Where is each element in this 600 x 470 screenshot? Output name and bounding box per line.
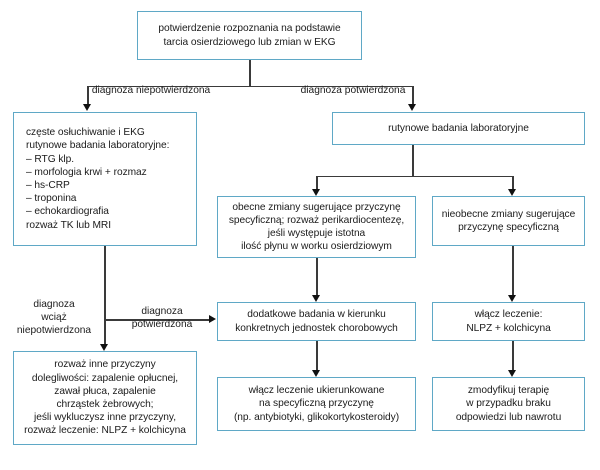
node-additional-tests-text: dodatkowe badania w kierunku konkretnych… — [235, 309, 398, 334]
arrow-to-left-workup — [83, 104, 91, 111]
connector-tests-to-targeted — [316, 341, 318, 371]
node-additional-tests[interactable]: dodatkowe badania w kierunku konkretnych… — [217, 302, 416, 341]
node-changes-present-text: obecne zmiany sugerujące przyczynę specy… — [228, 201, 405, 253]
edge-label-still-not-confirmed-text: diagnoza wciąż niepotwierdzona — [16, 299, 92, 336]
connector-labs-stem — [412, 145, 414, 176]
edge-label-confirmed: diagnoza potwierdzona — [291, 71, 415, 97]
connector-left-drop — [87, 86, 89, 105]
node-routine-labs[interactable]: rutynowe badania laboratoryjne — [332, 112, 585, 145]
arrow-absent-to-treatment — [508, 295, 516, 302]
connector-absent-to-treatment — [512, 246, 514, 296]
edge-label-still-not-confirmed: diagnoza wciąż niepotwierdzona — [10, 285, 98, 337]
node-changes-absent[interactable]: nieobecne zmiany sugerujące przyczynę sp… — [432, 196, 585, 246]
node-start-treatment[interactable]: włącz leczenie: NLPZ + kolchicyna — [432, 302, 585, 341]
edge-label-not-confirmed-text: diagnoza niepotwierdzona — [91, 85, 211, 96]
arrow-to-changes-present — [312, 189, 320, 196]
connector-root-stem — [249, 60, 251, 86]
arrow-workup-to-tests — [209, 315, 216, 323]
node-other-causes-text: rozważ inne przyczyny dolegliwości: zapa… — [24, 359, 186, 437]
connector-workup-stem — [104, 246, 106, 345]
connector-to-changes-absent — [512, 176, 514, 190]
edge-label-confirmed-short: diagnoza potwierdzona — [116, 292, 208, 331]
edge-label-not-confirmed: diagnoza niepotwierdzona — [85, 71, 217, 97]
arrow-to-routine-labs — [408, 104, 416, 111]
arrow-to-changes-absent — [508, 189, 516, 196]
arrow-tests-to-targeted — [312, 370, 320, 377]
node-left-workup-text: częste osłuchiwanie i EKG rutynowe badan… — [26, 127, 170, 231]
node-targeted-treatment[interactable]: włącz leczenie ukierunkowane na specyfic… — [217, 377, 416, 431]
node-modify-therapy[interactable]: zmodyfikuj terapię w przypadku braku odp… — [432, 377, 585, 431]
node-modify-therapy-text: zmodyfikuj terapię w przypadku braku odp… — [455, 385, 562, 423]
node-routine-labs-text: rutynowe badania laboratoryjne — [388, 122, 529, 134]
arrow-present-to-tests — [312, 295, 320, 302]
connector-workup-to-tests — [105, 319, 210, 321]
edge-label-confirmed-short-text: diagnoza potwierdzona — [131, 306, 193, 330]
node-start-treatment-text: włącz leczenie: NLPZ + kolchicyna — [466, 309, 551, 334]
connector-root-split — [88, 86, 413, 88]
connector-labs-split — [317, 176, 513, 178]
arrow-workup-to-other-causes — [100, 344, 108, 351]
node-root[interactable]: potwierdzenie rozpoznania na podstawie t… — [137, 11, 362, 60]
node-other-causes[interactable]: rozważ inne przyczyny dolegliwości: zapa… — [13, 351, 197, 445]
connector-treatment-to-modify — [512, 341, 514, 371]
connector-right-drop — [412, 86, 414, 105]
node-changes-present[interactable]: obecne zmiany sugerujące przyczynę specy… — [217, 196, 416, 258]
node-targeted-treatment-text: włącz leczenie ukierunkowane na specyfic… — [233, 385, 400, 423]
arrow-treatment-to-modify — [508, 370, 516, 377]
connector-present-to-tests — [316, 258, 318, 296]
edge-label-confirmed-text: diagnoza potwierdzona — [300, 85, 406, 96]
node-root-text: potwierdzenie rozpoznania na podstawie t… — [158, 23, 341, 48]
node-left-workup[interactable]: częste osłuchiwanie i EKG rutynowe badan… — [13, 112, 197, 246]
node-changes-absent-text: nieobecne zmiany sugerujące przyczynę sp… — [441, 208, 576, 233]
connector-to-changes-present — [316, 176, 318, 190]
